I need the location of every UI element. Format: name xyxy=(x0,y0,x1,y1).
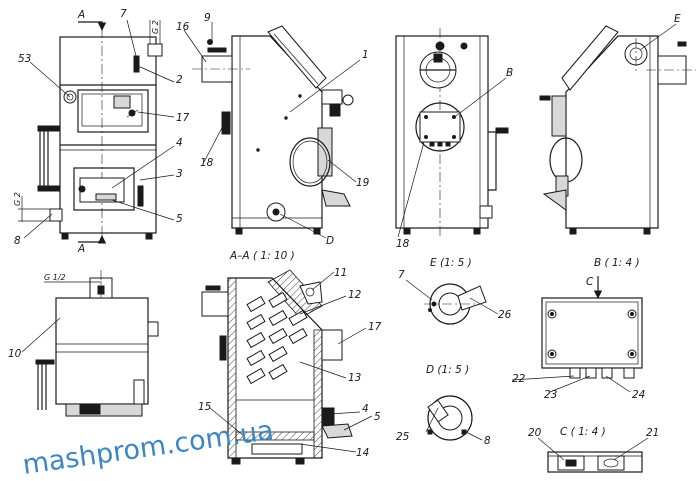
label-4b: 4 xyxy=(362,403,369,415)
label-9: 9 xyxy=(204,12,211,24)
detail-c-view xyxy=(547,451,643,473)
section-mark-bottom: A xyxy=(77,243,85,255)
label-19: 19 xyxy=(356,177,370,189)
detail-d-view xyxy=(427,395,473,441)
watermark: mashprom.com.ua xyxy=(21,415,276,481)
label-7b: 7 xyxy=(398,269,405,281)
label-c: C xyxy=(586,276,594,288)
detail-b-view xyxy=(541,276,643,379)
label-5b: 5 xyxy=(374,411,381,423)
label-10: 10 xyxy=(8,348,22,360)
label-14: 14 xyxy=(356,447,369,459)
label-3: 3 xyxy=(176,168,183,180)
section-mark-top: A xyxy=(77,9,85,21)
label-13: 13 xyxy=(348,372,361,384)
leader-lines xyxy=(21,19,677,461)
label-e: E xyxy=(674,13,681,25)
section-marks: A A xyxy=(77,9,85,255)
dim-g2-top: G 2 xyxy=(151,20,160,34)
label-d: D xyxy=(326,235,334,247)
label-12: 12 xyxy=(348,289,362,301)
label-8b: 8 xyxy=(484,435,491,447)
title-detail-b: B ( 1: 4 ) xyxy=(594,257,640,269)
label-2: 2 xyxy=(176,74,183,86)
part-numbers: 53 7 16 9 1 B E 2 17 4 3 18 19 5 8 D 18 … xyxy=(8,8,681,459)
label-17b: 17 xyxy=(368,321,382,333)
title-detail-c: C ( 1: 4 ) xyxy=(560,426,606,438)
label-18b: 18 xyxy=(396,238,410,250)
label-18: 18 xyxy=(200,157,214,169)
label-8: 8 xyxy=(14,235,21,247)
side-view xyxy=(192,25,354,235)
dim-g2-left: G 2 xyxy=(13,192,22,206)
title-section-aa: A–A ( 1: 10 ) xyxy=(229,250,295,262)
label-25: 25 xyxy=(396,431,410,443)
label-22: 22 xyxy=(512,373,526,385)
label-20: 20 xyxy=(528,427,542,439)
label-5: 5 xyxy=(176,213,183,225)
label-7: 7 xyxy=(120,8,127,20)
detail-e-view xyxy=(424,283,487,325)
label-11: 11 xyxy=(334,267,347,279)
label-4: 4 xyxy=(176,137,183,149)
label-53: 53 xyxy=(18,53,31,65)
thread-dimensions: G 2 G 2 G 1/2 xyxy=(13,20,160,282)
title-detail-d: D (1: 5 ) xyxy=(426,364,469,376)
front-view xyxy=(18,20,163,244)
dim-g12: G 1/2 xyxy=(44,273,66,282)
view-titles: A–A ( 1: 10 ) E (1: 5 ) B ( 1: 4 ) D (1:… xyxy=(229,250,640,438)
section-aa-view xyxy=(201,269,353,465)
rear-view xyxy=(395,28,509,238)
label-26: 26 xyxy=(498,309,512,321)
label-15: 15 xyxy=(198,401,212,413)
label-1: 1 xyxy=(362,49,369,61)
right-side-view xyxy=(539,25,696,235)
label-21: 21 xyxy=(646,427,659,439)
label-24: 24 xyxy=(632,389,645,401)
lower-left-view xyxy=(35,270,159,417)
label-b: B xyxy=(506,67,513,79)
title-detail-e: E (1: 5 ) xyxy=(430,257,472,269)
label-17: 17 xyxy=(176,112,190,124)
label-16: 16 xyxy=(176,21,190,33)
label-23: 23 xyxy=(544,389,557,401)
